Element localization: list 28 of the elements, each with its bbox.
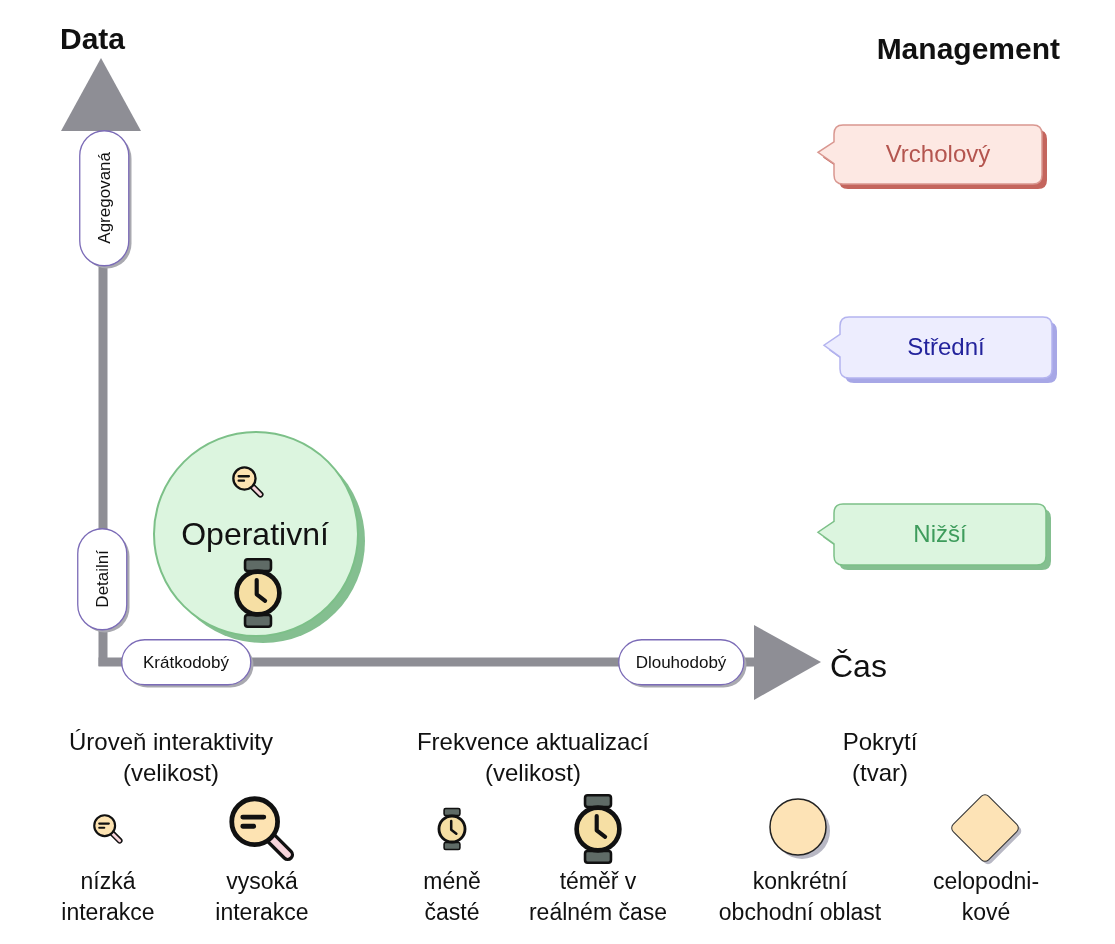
axis-value-label: Agregovaná xyxy=(95,152,113,244)
axis-title: Data xyxy=(60,21,127,57)
legend-label: celopodni- kové xyxy=(931,867,1041,927)
speech-bubble xyxy=(816,503,1052,571)
category-label: Operativní xyxy=(181,518,329,550)
axis-value-pill xyxy=(77,528,131,634)
column-title: Management xyxy=(875,31,1060,67)
axis-value-label: Detailní xyxy=(93,550,111,608)
axis-value-pill xyxy=(121,639,255,689)
legend-label: vysoká interakce xyxy=(214,867,310,927)
axis-value-label: Krátkodobý xyxy=(143,653,229,671)
speech-bubble xyxy=(822,316,1058,384)
category-circle xyxy=(152,430,366,644)
axis-value-pill xyxy=(618,639,748,689)
legend-heading: Pokrytí (tvar) xyxy=(841,727,919,788)
level-label: Vrcholový xyxy=(885,142,991,166)
speech-bubble xyxy=(816,124,1048,190)
level-label: Střední xyxy=(907,335,985,359)
legend-label: nízká interakce xyxy=(60,867,156,927)
legend-label: konkrétní obchodní oblast xyxy=(717,867,883,927)
legend-label: téměř v reálném čase xyxy=(527,867,669,927)
axis-value-pill xyxy=(79,130,133,270)
axis-value-label: Dlouhodobý xyxy=(635,653,727,671)
level-label: Nižší xyxy=(913,522,967,546)
legend-heading: Frekvence aktualizací (velikost) xyxy=(415,727,651,788)
legend-label: méně časté xyxy=(422,867,482,927)
legend-heading: Úroveň interaktivity (velikost) xyxy=(67,727,275,788)
axis-title: Čas xyxy=(830,647,888,686)
